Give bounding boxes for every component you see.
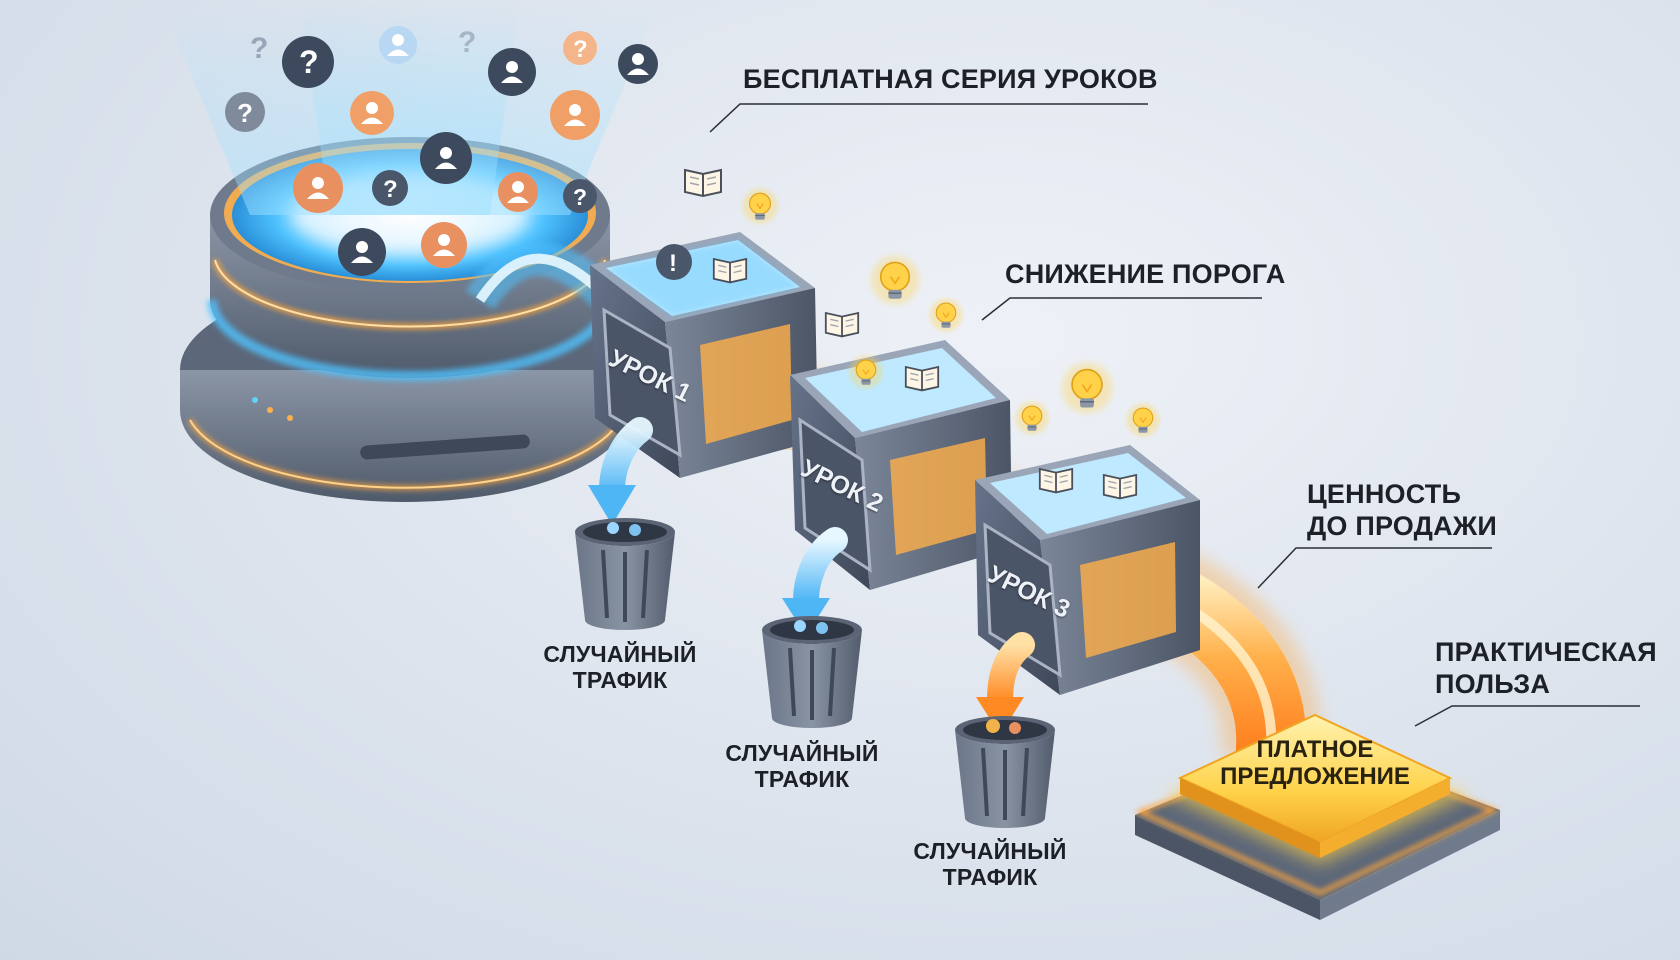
visitor-icons: ? ? ? ? ? ? ? (225, 26, 658, 276)
lightbulb-icon (1127, 404, 1160, 437)
value-line-2: ДО ПРОДАЖИ (1307, 511, 1497, 541)
random-traffic-line-1: СЛУЧАЙНЫЙ (543, 641, 697, 667)
user-icon (498, 172, 538, 212)
question-icon: ? (250, 32, 268, 65)
practical-benefit-label: ПРАКТИЧЕСКАЯ ПОЛЬЗА (1435, 636, 1657, 700)
question-icon: ? (563, 179, 597, 213)
book-icon (904, 366, 940, 392)
practical-line-2: ПОЛЬЗА (1435, 669, 1551, 699)
svg-text:!: ! (669, 250, 677, 277)
paid-offer-line-2: ПРЕДЛОЖЕНИЕ (1220, 763, 1410, 790)
lightbulb-icon (742, 188, 777, 223)
random-traffic-label-2: СЛУЧАЙНЫЙ ТРАФИК (702, 740, 902, 792)
book-icon (712, 258, 748, 284)
lesson-box-2 (790, 340, 1012, 590)
question-icon: ? (372, 170, 408, 206)
value-before-sale-label: ЦЕННОСТЬ ДО ПРОДАЖИ (1307, 478, 1497, 542)
svg-text:?: ? (458, 26, 476, 59)
user-icon (488, 48, 536, 96)
lesson-box-1 (590, 232, 818, 478)
random-traffic-line-2: ТРАФИК (572, 667, 668, 693)
value-line-1: ЦЕННОСТЬ (1307, 479, 1462, 509)
user-icon (421, 222, 467, 268)
paid-offer-line-1: ПЛАТНОЕ (1256, 736, 1374, 763)
question-icon: ? (563, 31, 597, 65)
lightbulb-icon (871, 256, 919, 304)
practical-line-1: ПРАКТИЧЕСКАЯ (1435, 637, 1657, 667)
arrow-down-icon (588, 417, 653, 525)
free-series-label: БЕСПЛАТНАЯ СЕРИЯ УРОКОВ (743, 64, 1158, 94)
paid-offer-label: ПЛАТНОЕ ПРЕДЛОЖЕНИЕ (1195, 736, 1435, 790)
random-traffic-line-2: ТРАФИК (942, 864, 1038, 890)
question-icon: ? (282, 36, 334, 88)
user-icon (420, 132, 472, 184)
svg-text:?: ? (250, 32, 268, 65)
svg-text:?: ? (383, 176, 398, 203)
book-icon (1102, 474, 1138, 500)
svg-text:?: ? (573, 184, 587, 210)
paid-offer-platform (1134, 713, 1500, 920)
lightbulb-icon (1062, 363, 1113, 414)
user-icon (618, 44, 658, 84)
svg-text:?: ? (299, 44, 319, 80)
lightbulb-icon (1016, 402, 1049, 435)
trash-icon (955, 716, 1055, 828)
random-traffic-line-2: ТРАФИК (754, 766, 850, 792)
question-icon: ? (225, 92, 265, 132)
user-icon (338, 228, 386, 276)
random-traffic-label-1: СЛУЧАЙНЫЙ ТРАФИК (520, 641, 720, 693)
random-traffic-line-1: СЛУЧАЙНЫЙ (913, 838, 1067, 864)
trash-icon (575, 518, 675, 630)
random-traffic-label-3: СЛУЧАЙНЫЙ ТРАФИК (890, 838, 1090, 890)
lightbulb-icon (930, 299, 963, 332)
book-icon (1038, 468, 1074, 494)
book-icon (684, 169, 722, 197)
book-icon (824, 312, 860, 338)
svg-text:?: ? (573, 36, 588, 63)
trash-icon (762, 616, 862, 728)
user-icon (550, 90, 600, 140)
arrow-down-icon (976, 632, 1035, 735)
user-icon (379, 26, 417, 64)
user-icon (350, 91, 394, 135)
traffic-portal (160, 0, 660, 502)
lower-threshold-label: СНИЖЕНИЕ ПОРОГА (1005, 259, 1286, 289)
user-icon (293, 163, 343, 213)
svg-text:?: ? (237, 98, 253, 128)
question-icon: ! (656, 244, 692, 280)
random-traffic-line-1: СЛУЧАЙНЫЙ (725, 740, 879, 766)
lightbulb-icon (850, 356, 883, 389)
callout-lines (709, 103, 1640, 727)
question-icon: ? (458, 26, 476, 59)
